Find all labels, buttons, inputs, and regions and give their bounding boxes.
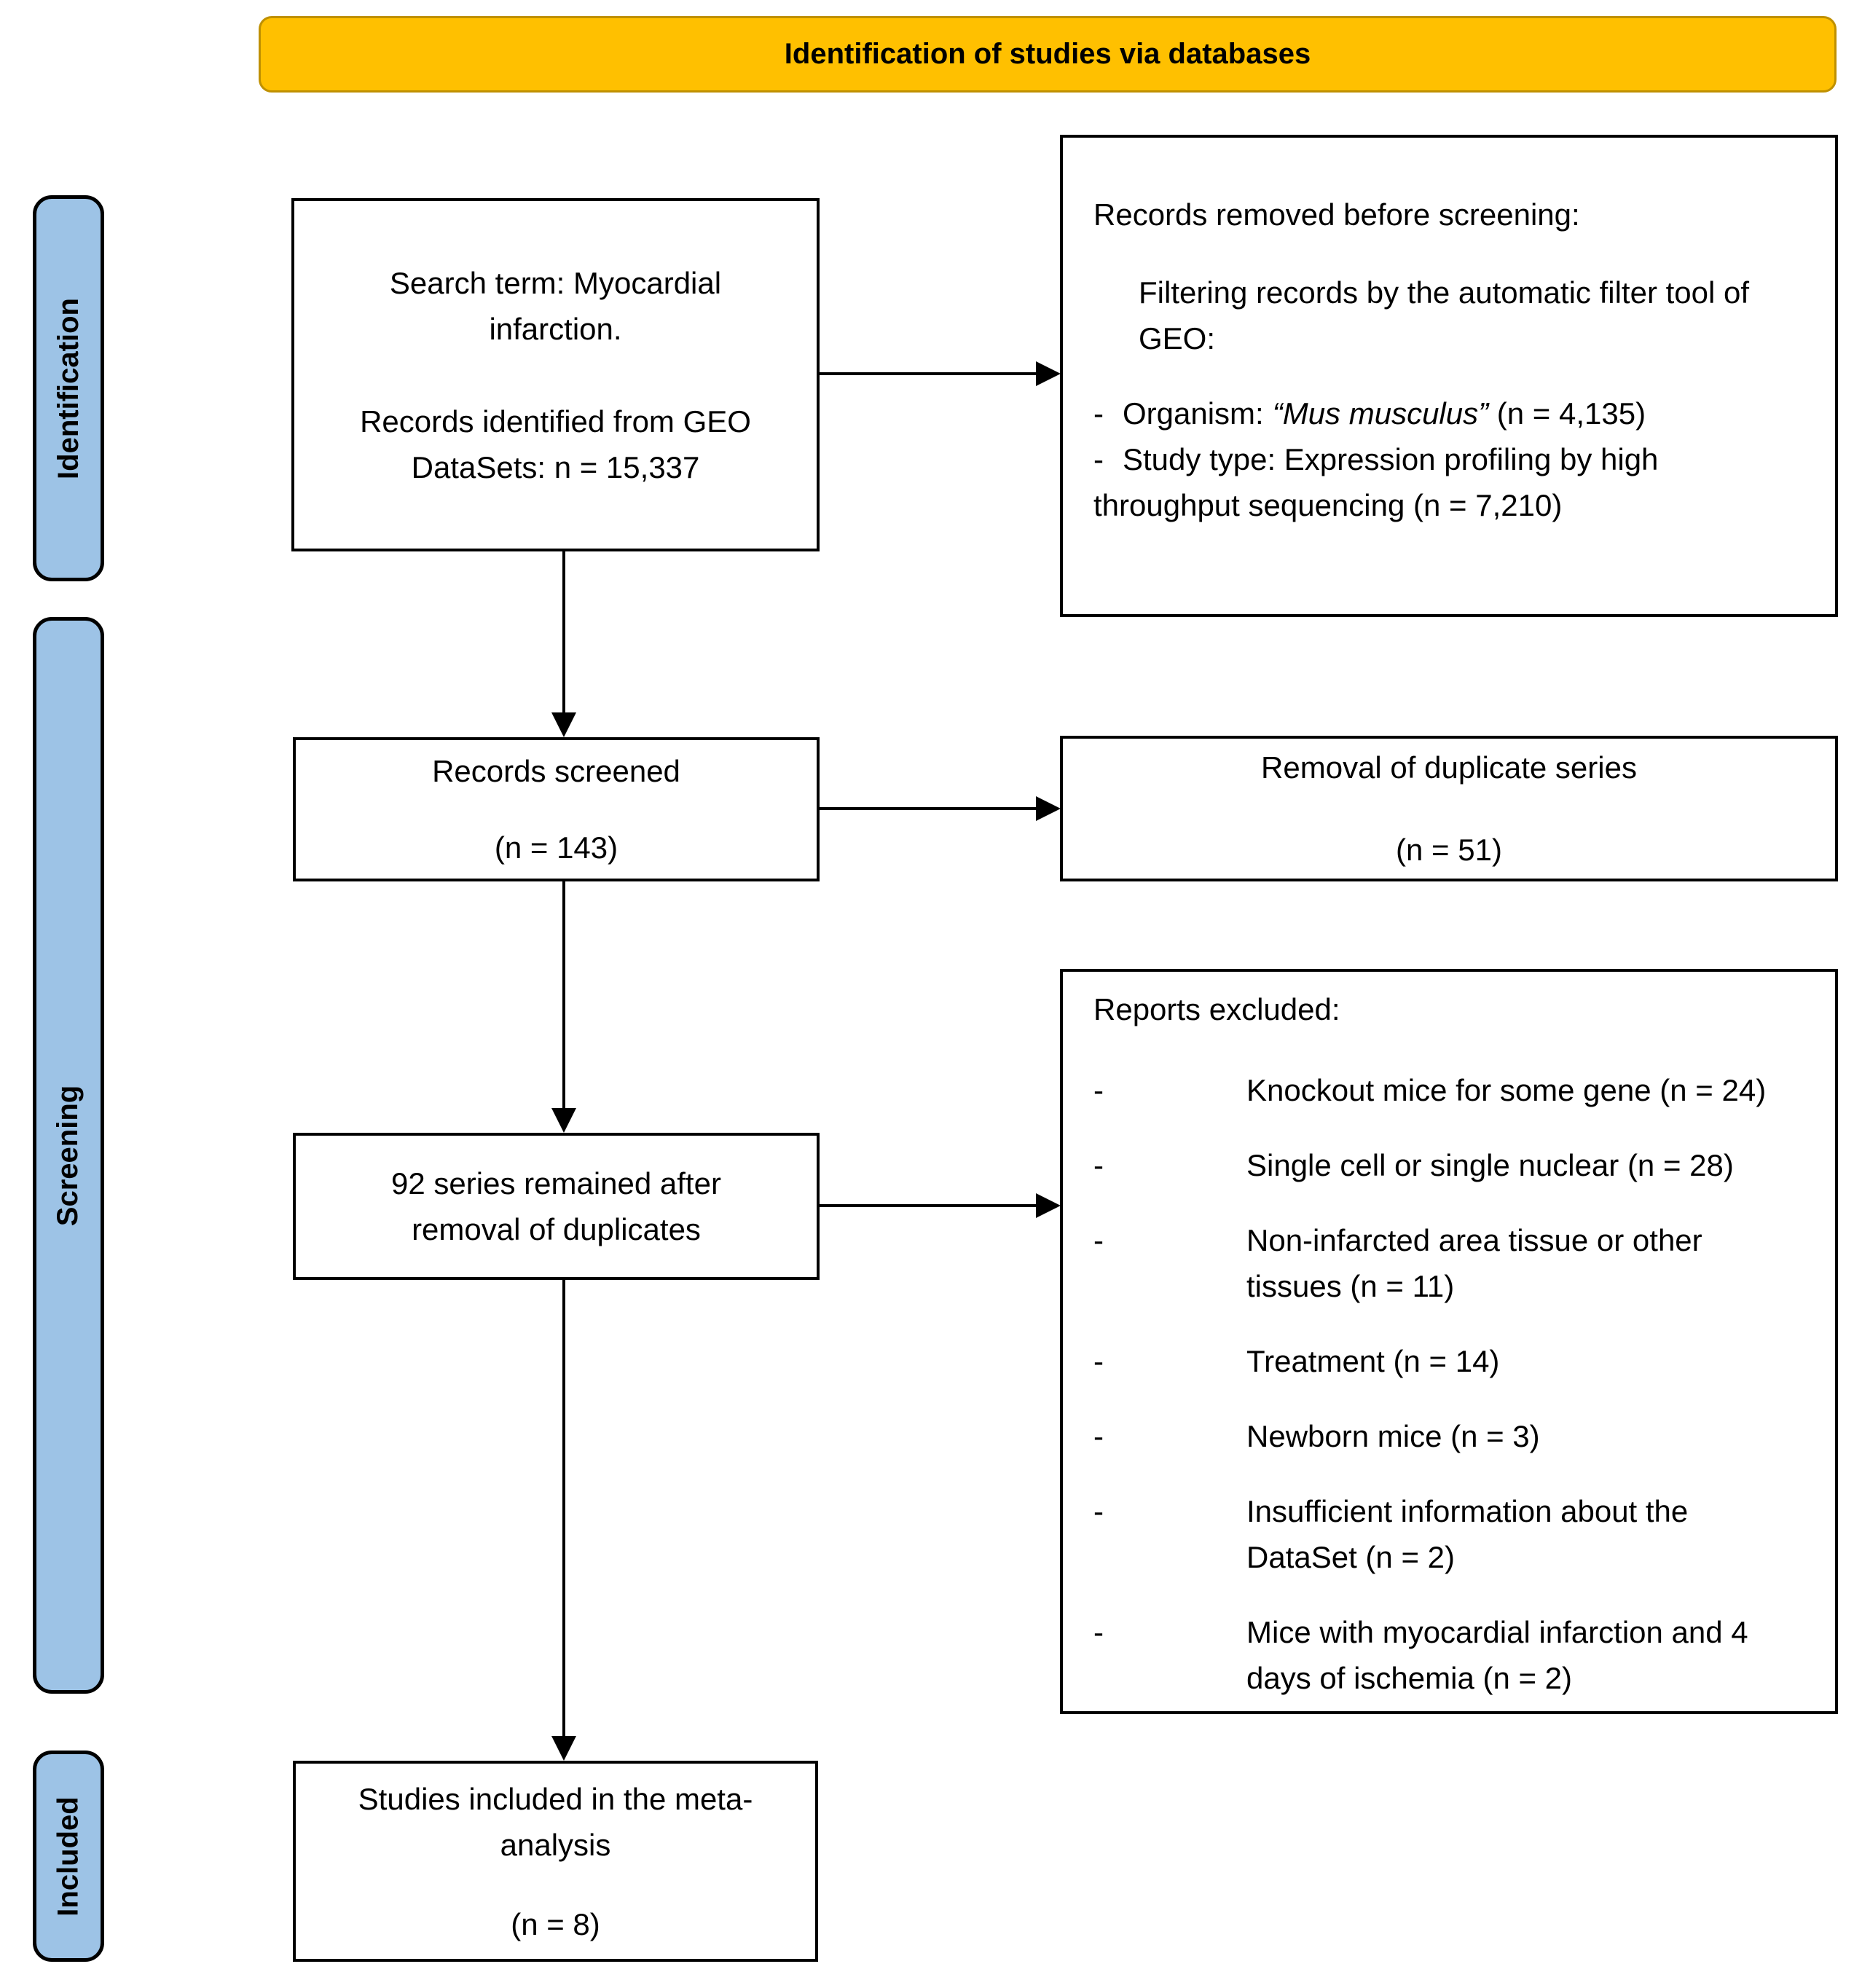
excluded-item-newborn: - Newborn mice (n = 3) — [1093, 1413, 1806, 1459]
arrow-line-screened-to-series — [562, 881, 565, 1109]
reports-excluded-list: - Knockout mice for some gene (n = 24) - S… — [1093, 1067, 1806, 1701]
duplicate-removal-title: Removal of duplicate series — [1261, 750, 1637, 785]
arrowhead-down-icon — [551, 1736, 576, 1761]
removed-item-organism-count: (n = 4,135) — [1488, 396, 1646, 431]
box-series-remained: 92 series remained after removal of dupl… — [293, 1133, 820, 1280]
records-screened-count: (n = 143) — [494, 830, 618, 865]
arrow-line-identified-to-removed — [819, 372, 1039, 375]
dash-bullet: - — [1093, 1419, 1104, 1453]
removed-item-organism-species: “Mus musculus” — [1272, 396, 1489, 431]
excluded-item-text: Mice with myocardial infarction and 4 da… — [1246, 1615, 1748, 1695]
excluded-item-insufficient-info: - Insufficient information about the Data… — [1093, 1488, 1806, 1580]
excluded-item-text: Single cell or single nuclear (n = 28) — [1246, 1148, 1734, 1182]
duplicate-removal-count: (n = 51) — [1396, 833, 1502, 867]
banner-identification-via-databases: Identification of studies via databases — [259, 16, 1837, 93]
excluded-item-text: Knockout mice for some gene (n = 24) — [1246, 1073, 1767, 1107]
dash-bullet: - — [1093, 1148, 1104, 1182]
reports-excluded-title: Reports excluded: — [1093, 992, 1340, 1026]
stage-bar-included: Included — [33, 1751, 104, 1962]
excluded-item-text: Insufficient information about the DataS… — [1246, 1494, 1689, 1574]
dash-bullet: - — [1093, 1615, 1104, 1649]
arrow-line-series-to-included — [562, 1280, 565, 1737]
studies-included-title: Studies included in the meta-analysis — [358, 1781, 753, 1862]
excluded-item-text: Newborn mice (n = 3) — [1246, 1419, 1540, 1453]
excluded-item-knockout: - Knockout mice for some gene (n = 24) — [1093, 1067, 1806, 1113]
box-records-identified: Search term: Myocardial infarction. Reco… — [291, 198, 820, 551]
studies-included-count: (n = 8) — [511, 1906, 600, 1941]
dash-bullet: - — [1093, 1223, 1104, 1257]
search-term-text: Search term: Myocardial infarction. — [389, 265, 722, 346]
excluded-item-non-infarcted: - Non-infarcted area tissue or other tiss… — [1093, 1217, 1806, 1309]
arrowhead-down-icon — [551, 1108, 576, 1133]
arrow-line-series-to-excluded — [820, 1204, 1039, 1207]
stage-bar-identification: Identification — [33, 195, 104, 581]
box-duplicate-series-removed: Removal of duplicate series (n = 51) — [1060, 736, 1838, 881]
records-removed-subtitle: Filtering records by the automatic filte… — [1139, 275, 1750, 355]
box-studies-included: Studies included in the meta-analysis (n… — [293, 1761, 818, 1962]
arrowhead-right-icon — [1036, 361, 1061, 386]
records-removed-title: Records removed before screening: — [1093, 197, 1580, 232]
records-identified-text: Records identified from GEO DataSets: n … — [360, 404, 751, 484]
records-screened-title: Records screened — [432, 754, 680, 788]
arrow-line-screened-to-duplicates — [820, 807, 1039, 810]
arrow-line-identified-to-screened — [562, 551, 565, 713]
stage-bar-screening: Screening — [33, 617, 104, 1694]
excluded-item-single-cell: - Single cell or single nuclear (n = 28) — [1093, 1142, 1806, 1188]
stage-label-identification: Identification — [52, 297, 85, 479]
stage-label-screening: Screening — [52, 1085, 85, 1226]
removed-item-organism-prefix: Organism: — [1123, 396, 1264, 431]
stage-label-included: Included — [52, 1796, 85, 1917]
series-remained-text: 92 series remained after removal of dupl… — [391, 1166, 721, 1246]
excluded-item-treatment: - Treatment (n = 14) — [1093, 1338, 1806, 1384]
removed-item-organism: -Organism:“Mus musculus” (n = 4,135) — [1093, 390, 1802, 436]
removed-item-study-type-text: Study type: Expression profiling by high… — [1093, 442, 1659, 522]
box-records-removed-before-screening: Records removed before screening: Filter… — [1060, 135, 1838, 617]
arrowhead-right-icon — [1036, 796, 1061, 821]
arrowhead-down-icon — [551, 712, 576, 737]
dash-bullet: - — [1093, 1073, 1104, 1107]
dash-bullet: - — [1093, 1344, 1104, 1378]
arrowhead-right-icon — [1036, 1193, 1061, 1218]
excluded-item-text: Non-infarcted area tissue or other tissu… — [1246, 1223, 1702, 1303]
removed-item-study-type: -Study type: Expression profiling by hig… — [1093, 436, 1802, 528]
excluded-item-ischemia: - Mice with myocardial infarction and 4 d… — [1093, 1609, 1806, 1701]
banner-label: Identification of studies via databases — [784, 38, 1311, 70]
box-reports-excluded: Reports excluded: - Knockout mice for som… — [1060, 969, 1838, 1714]
dash-bullet: - — [1093, 442, 1104, 476]
excluded-item-text: Treatment (n = 14) — [1246, 1344, 1500, 1378]
box-records-screened: Records screened (n = 143) — [293, 737, 820, 881]
dash-bullet: - — [1093, 396, 1104, 431]
dash-bullet: - — [1093, 1494, 1104, 1528]
